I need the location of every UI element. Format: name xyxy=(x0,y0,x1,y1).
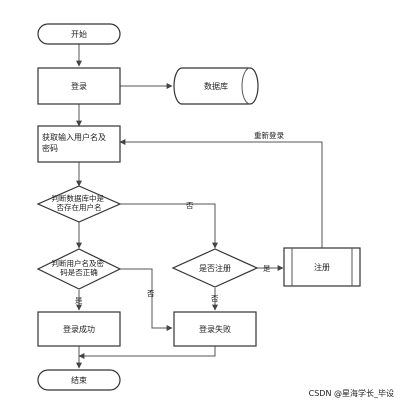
node-login-success-label: 登录成功 xyxy=(63,324,95,334)
node-check-db: 判断数据库中是 否存在用户名 xyxy=(36,185,122,223)
node-login: 登录 xyxy=(37,67,121,105)
node-login-label: 登录 xyxy=(71,81,87,91)
edge-label-register-yes: 是 xyxy=(263,264,271,273)
edge-label-relogin: 重新登录 xyxy=(254,130,284,140)
node-register-label: 注册 xyxy=(314,262,330,272)
node-is-register-label: 是否注册 xyxy=(199,263,231,273)
edge-label-pwd-no: 否 xyxy=(147,289,155,298)
node-register: 注册 xyxy=(283,247,361,287)
edge-check-pwd-no-to-fail xyxy=(120,268,173,331)
node-get-input-line-1: 获取输入用户名及 xyxy=(42,132,106,142)
node-start-label: 开始 xyxy=(71,29,87,39)
edge-check-db-no-to-is-register xyxy=(120,203,218,249)
edge-register-to-get-input xyxy=(119,139,323,248)
watermark: CSDN @星海学长_毕设 xyxy=(309,388,394,398)
node-check-db-line-2: 否存在用户名 xyxy=(57,202,102,212)
edge-label-db-no: 否 xyxy=(186,201,194,210)
node-database-label: 数据库 xyxy=(204,81,228,91)
node-check-pwd-label: 判断用户名及密 码是否正确 xyxy=(52,258,107,277)
node-login-fail: 登录失败 xyxy=(173,311,257,347)
node-get-input-line-2: 密码 xyxy=(42,143,58,153)
node-is-register: 是否注册 xyxy=(171,248,259,288)
node-get-input-label: 获取输入用户名及 密码 xyxy=(42,132,109,153)
edge-label-pwd-yes: 是 xyxy=(75,296,83,305)
node-check-pwd: 判断用户名及密 码是否正确 xyxy=(36,248,122,290)
node-get-input: 获取输入用户名及 密码 xyxy=(37,125,121,163)
node-login-fail-label: 登录失败 xyxy=(199,324,231,334)
node-check-db-label: 判断数据库中是 否存在用户名 xyxy=(52,193,107,212)
node-database: 数据库 xyxy=(173,67,259,105)
node-check-db-line-1: 判断数据库中是 xyxy=(52,193,105,203)
node-check-pwd-line-1: 判断用户名及密 xyxy=(52,258,105,268)
node-end: 结束 xyxy=(37,369,121,391)
edge-label-register-no: 否 xyxy=(211,294,219,303)
node-check-pwd-line-2: 码是否正确 xyxy=(60,267,98,277)
edge-fail-to-end xyxy=(78,346,216,359)
node-login-success: 登录成功 xyxy=(37,311,121,347)
node-start: 开始 xyxy=(37,23,121,45)
node-end-label: 结束 xyxy=(71,375,87,385)
connectors xyxy=(76,44,323,369)
